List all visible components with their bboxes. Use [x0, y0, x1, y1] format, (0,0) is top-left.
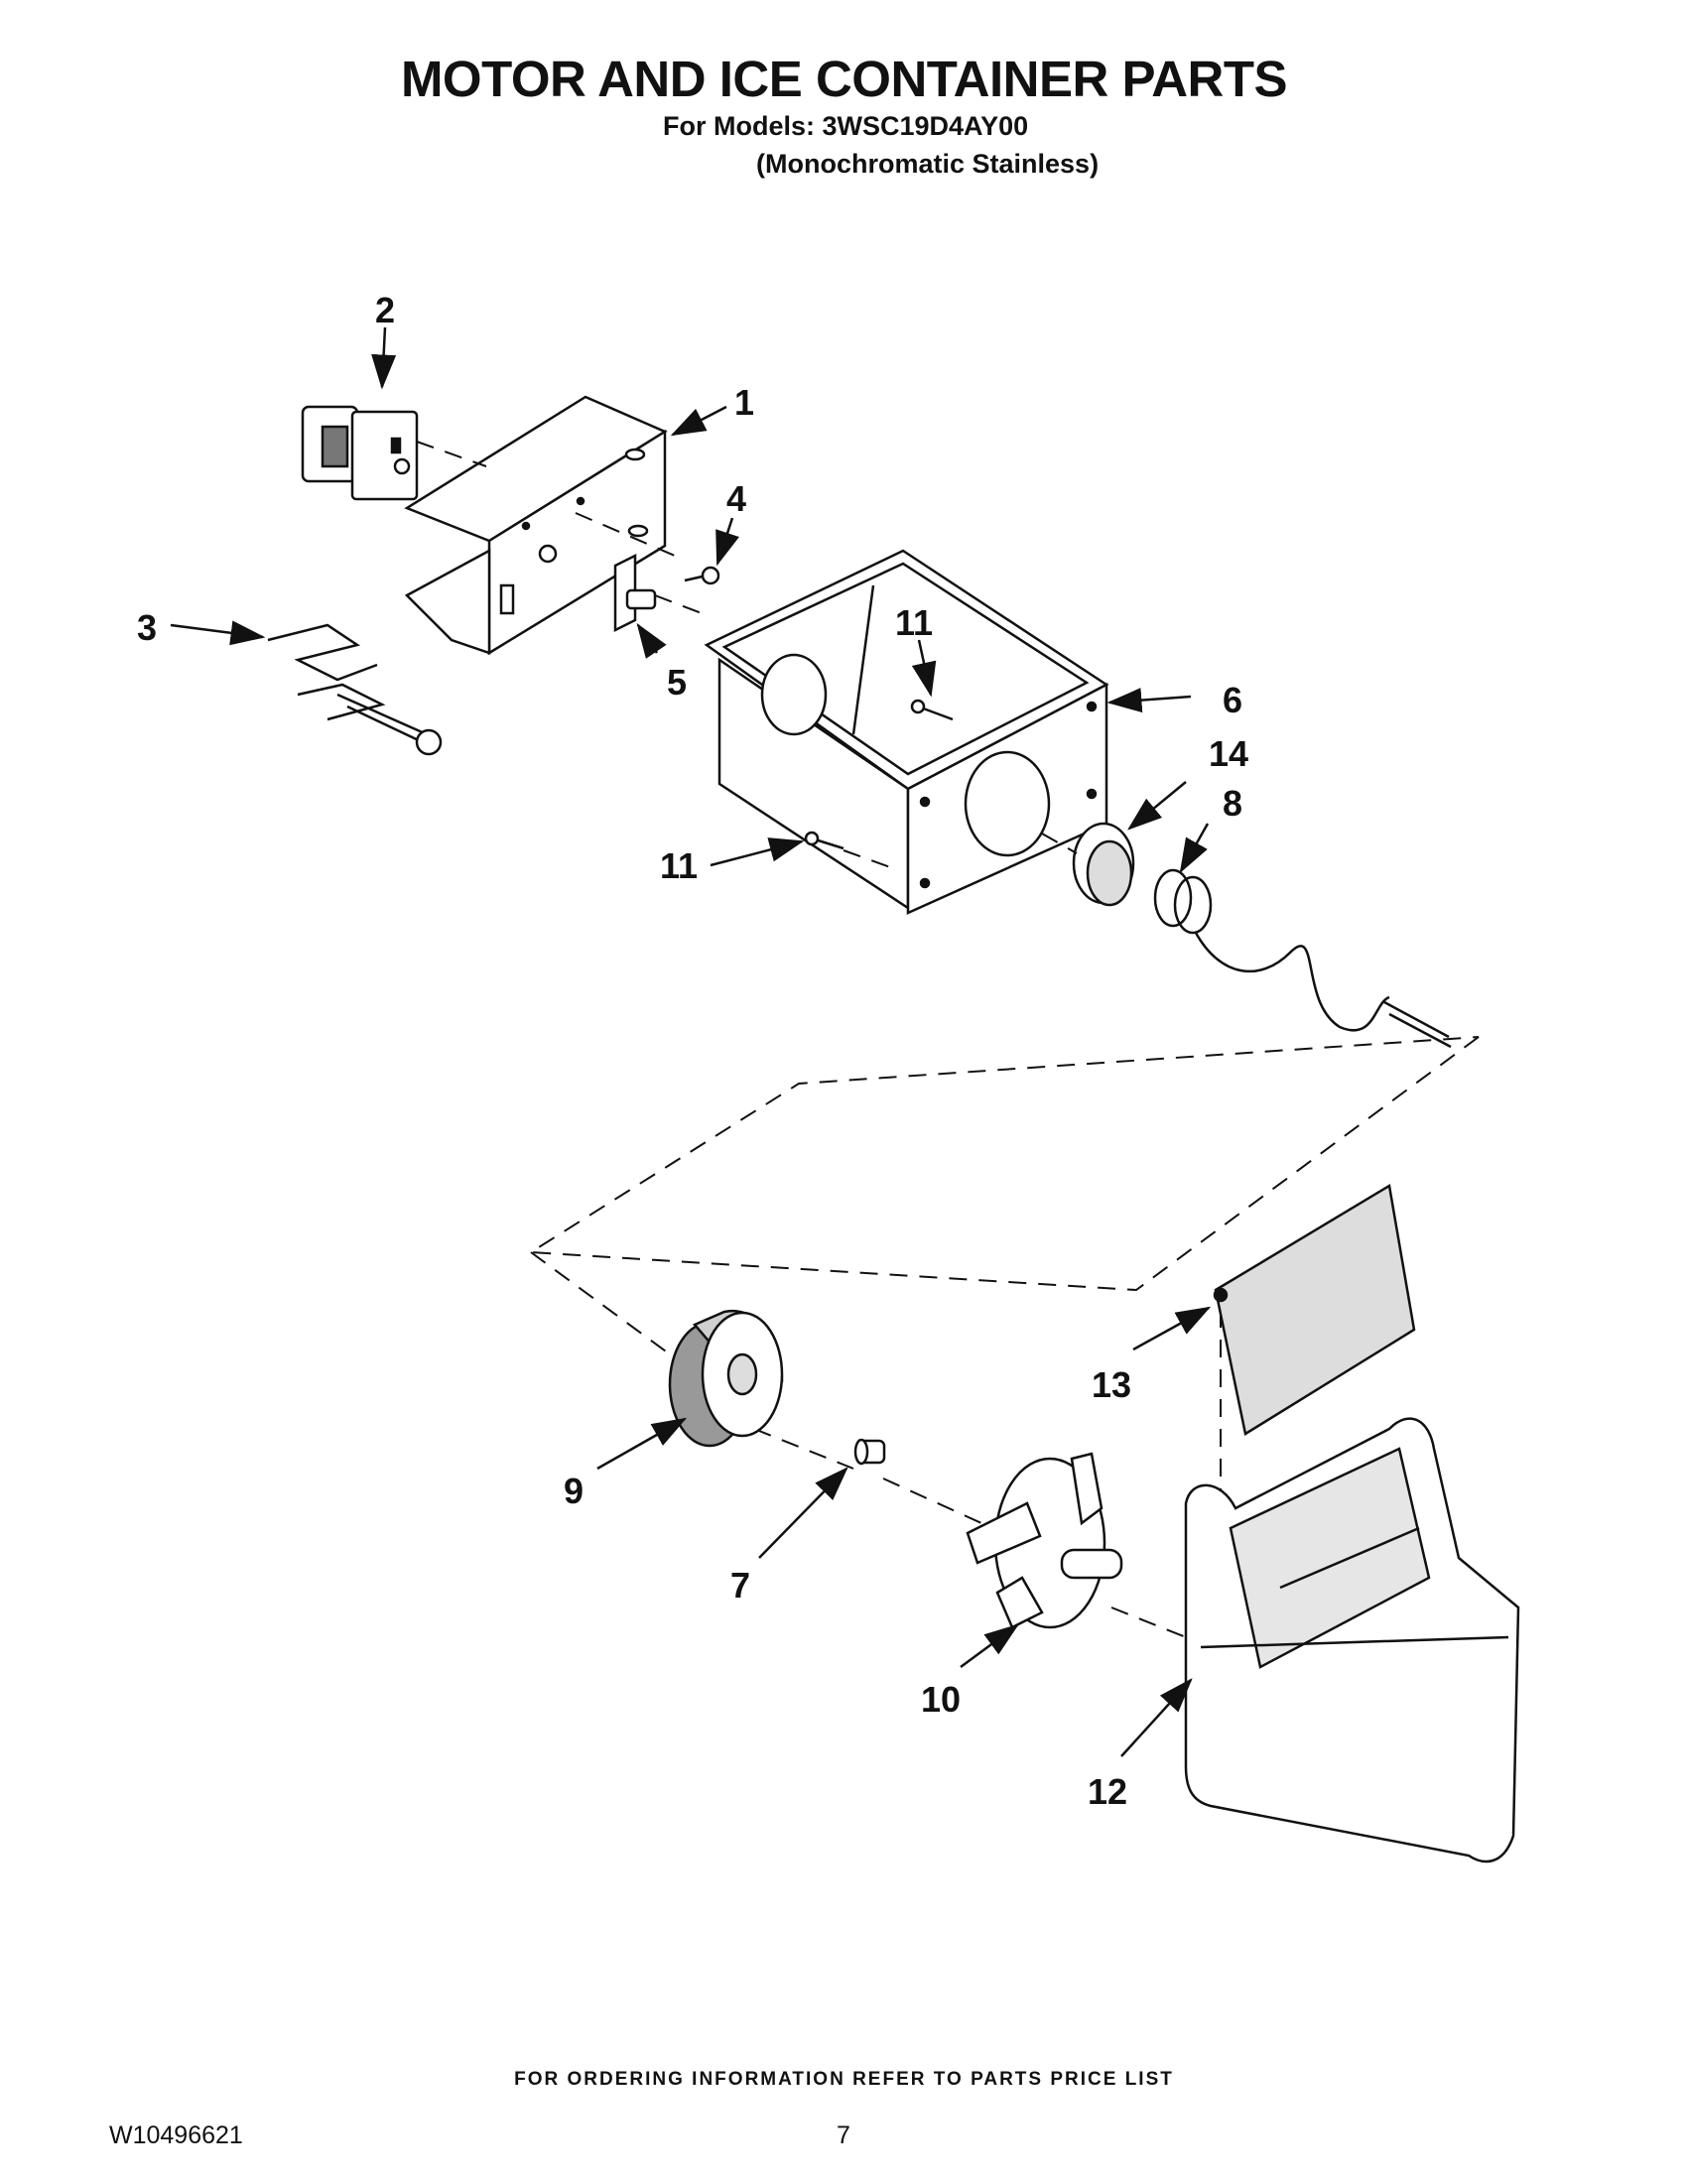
callout-12: 12 [1088, 1771, 1127, 1812]
callout-2: 2 [375, 290, 395, 330]
callout-6: 6 [1223, 680, 1242, 720]
document-number: W10496621 [109, 2121, 243, 2149]
part-13-door-flap [1213, 1183, 1416, 1437]
part-2-gear-motor [301, 405, 419, 501]
models-line: For Models: 3WSC19D4AY00 [663, 111, 1029, 141]
callout-numbers: 1 2 3 4 5 6 7 8 9 10 11 11 12 13 14 [137, 290, 1248, 1812]
callout-3: 3 [137, 607, 157, 648]
part-5-bracket [613, 553, 657, 633]
part-4-screw [684, 566, 720, 585]
page-title: MOTOR AND ICE CONTAINER PARTS [400, 51, 1288, 107]
callout-11-lower: 11 [660, 845, 698, 886]
part-12-container-front [1184, 1417, 1520, 1863]
part-11-screws [804, 699, 954, 850]
leader-arrows [170, 326, 1212, 1757]
part-8-auger-rod [1153, 868, 1452, 1049]
callout-9: 9 [564, 1471, 584, 1511]
variant-line: (Monochromatic Stainless) [756, 149, 1100, 179]
callout-14: 14 [1209, 733, 1248, 774]
part-3-wire-harness [267, 623, 443, 756]
callout-5: 5 [667, 662, 687, 703]
callout-4: 4 [726, 478, 746, 519]
callout-1: 1 [734, 382, 754, 423]
part-14-bearing [1072, 822, 1135, 907]
callout-8: 8 [1223, 783, 1242, 824]
callout-10: 10 [921, 1679, 961, 1720]
part-1-motor-housing [404, 395, 668, 656]
callout-11-upper: 11 [895, 602, 933, 643]
ordering-note: FOR ORDERING INFORMATION REFER TO PARTS … [514, 2069, 1174, 2090]
part-7-bushing [853, 1438, 886, 1466]
page-number: 7 [837, 2121, 850, 2149]
callout-7: 7 [730, 1565, 750, 1606]
part-9-crusher-drum [668, 1309, 784, 1448]
part-10-auger [966, 1452, 1123, 1629]
part-6-ice-container [704, 549, 1109, 915]
callout-13: 13 [1092, 1364, 1131, 1405]
